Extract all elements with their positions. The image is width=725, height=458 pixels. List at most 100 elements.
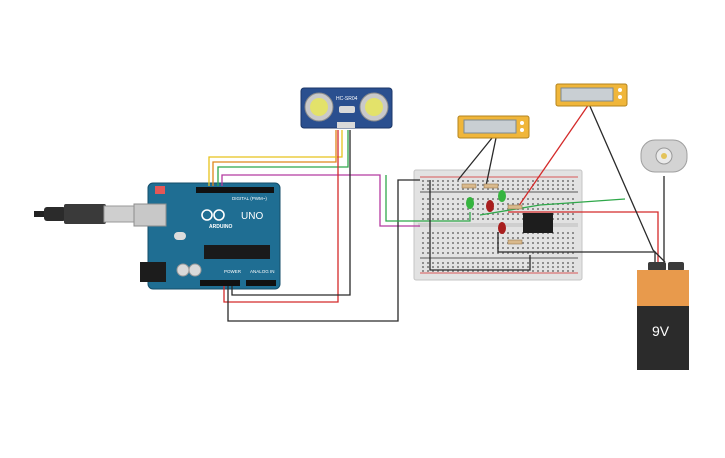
- breadboard-hole: [427, 247, 429, 249]
- breadboard-hole: [432, 247, 434, 249]
- breadboard-hole: [517, 188, 519, 190]
- breadboard-hole: [442, 266, 444, 268]
- arduino-power-jack: [140, 262, 166, 282]
- breadboard-hole: [552, 270, 554, 272]
- breadboard-hole: [547, 237, 549, 239]
- breadboard-components: [461, 183, 553, 245]
- breadboard-hole: [452, 247, 454, 249]
- breadboard-hole: [527, 242, 529, 244]
- breadboard-hole: [477, 184, 479, 186]
- led-green-1: [466, 197, 474, 209]
- breadboard-hole: [462, 198, 464, 200]
- breadboard-hole: [542, 237, 544, 239]
- breadboard-hole: [462, 180, 464, 182]
- breadboard-hole: [467, 242, 469, 244]
- breadboard-hole: [502, 247, 504, 249]
- breadboard-hole: [562, 208, 564, 210]
- breadboard-hole: [437, 180, 439, 182]
- breadboard-hole: [542, 252, 544, 254]
- breadboard-hole: [432, 180, 434, 182]
- breadboard-hole: [567, 232, 569, 234]
- breadboard-hole: [522, 180, 524, 182]
- breadboard-hole: [527, 262, 529, 264]
- breadboard-hole: [487, 218, 489, 220]
- breadboard-hole: [432, 232, 434, 234]
- breadboard-hole: [462, 213, 464, 215]
- breadboard-hole: [442, 184, 444, 186]
- breadboard-hole: [447, 237, 449, 239]
- breadboard-hole: [507, 184, 509, 186]
- breadboard-hole: [517, 180, 519, 182]
- breadboard-hole: [477, 242, 479, 244]
- arduino-logo-right-icon: [213, 209, 225, 221]
- breadboard-hole: [432, 184, 434, 186]
- breadboard-holes: [422, 180, 574, 272]
- breadboard-hole: [507, 252, 509, 254]
- battery-terminal-positive: [648, 262, 666, 271]
- breadboard-hole: [547, 247, 549, 249]
- breadboard-hole: [477, 262, 479, 264]
- battery-top-label: [637, 270, 689, 306]
- breadboard-hole: [432, 213, 434, 215]
- breadboard-hole: [427, 218, 429, 220]
- breadboard-hole: [507, 180, 509, 182]
- breadboard-hole: [532, 252, 534, 254]
- breadboard-hole: [472, 247, 474, 249]
- breadboard-hole: [512, 184, 514, 186]
- lcd1-screen: [463, 119, 517, 134]
- breadboard-hole: [557, 247, 559, 249]
- breadboard-hole: [507, 262, 509, 264]
- breadboard-hole: [542, 242, 544, 244]
- breadboard-hole: [477, 252, 479, 254]
- breadboard-hole: [517, 203, 519, 205]
- breadboard-hole: [422, 188, 424, 190]
- breadboard-hole: [497, 262, 499, 264]
- breadboard-hole: [477, 213, 479, 215]
- breadboard-hole: [517, 252, 519, 254]
- breadboard-hole: [432, 218, 434, 220]
- breadboard-hole: [572, 218, 574, 220]
- breadboard-hole: [492, 198, 494, 200]
- breadboard-hole: [512, 232, 514, 234]
- breadboard-hole: [452, 203, 454, 205]
- breadboard-hole: [427, 213, 429, 215]
- breadboard-hole: [532, 198, 534, 200]
- breadboard-hole: [532, 270, 534, 272]
- breadboard-hole: [457, 262, 459, 264]
- breadboard-hole: [502, 270, 504, 272]
- breadboard-hole: [467, 218, 469, 220]
- breadboard-hole: [427, 208, 429, 210]
- breadboard-hole: [537, 184, 539, 186]
- ultrasonic-sensor: HC-SR04: [300, 87, 393, 129]
- breadboard-hole: [572, 242, 574, 244]
- breadboard-hole: [502, 208, 504, 210]
- wire-green-sensor: [217, 130, 349, 186]
- breadboard-hole: [437, 237, 439, 239]
- breadboard-hole: [437, 208, 439, 210]
- breadboard-hole: [497, 252, 499, 254]
- breadboard-hole: [467, 208, 469, 210]
- breadboard-hole: [502, 213, 504, 215]
- battery-voltage-label: 9V: [652, 323, 670, 339]
- breadboard-hole: [467, 213, 469, 215]
- breadboard-hole: [437, 203, 439, 205]
- breadboard-hole: [502, 188, 504, 190]
- breadboard-hole: [522, 266, 524, 268]
- breadboard-hole: [492, 213, 494, 215]
- breadboard-hole: [467, 270, 469, 272]
- breadboard-hole: [422, 180, 424, 182]
- breadboard-hole: [477, 247, 479, 249]
- breadboard-hole: [497, 208, 499, 210]
- breadboard-hole: [512, 213, 514, 215]
- breadboard-hole: [422, 270, 424, 272]
- breadboard-hole: [472, 270, 474, 272]
- breadboard-hole: [467, 266, 469, 268]
- resistor-4: [507, 239, 523, 245]
- breadboard-hole: [562, 180, 564, 182]
- dc-motor: [640, 139, 688, 173]
- breadboard-hole: [467, 237, 469, 239]
- breadboard-hole: [527, 203, 529, 205]
- breadboard-hole: [452, 242, 454, 244]
- breadboard-hole: [537, 247, 539, 249]
- arduino-capacitor-1: [176, 263, 190, 277]
